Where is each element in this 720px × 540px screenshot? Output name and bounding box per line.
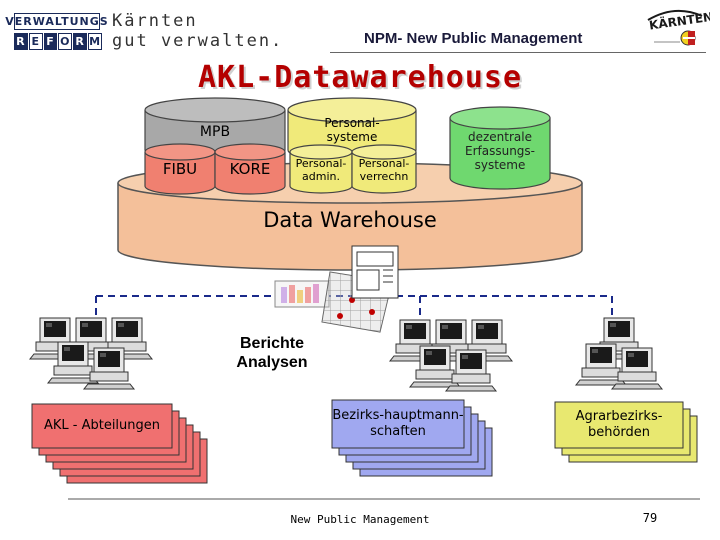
logo-verwaltungs-text: VERWALTUNGS <box>5 15 109 28</box>
logo-verwaltungs: VERWALTUNGS <box>5 13 108 30</box>
logo-reform: R E F O R M <box>14 33 103 50</box>
dezentral-cylinder <box>449 106 551 190</box>
kore-cylinder <box>214 143 286 195</box>
reports-label: Berichte Analysen <box>222 334 322 372</box>
footer-text: New Public Management <box>290 513 430 526</box>
computer-icon <box>444 349 498 392</box>
mpb-label: MPB <box>199 124 231 140</box>
stack-card <box>554 401 684 449</box>
personal-verrechn-cylinder <box>351 144 417 194</box>
logo-letter: R <box>73 33 88 50</box>
logo-letter: F <box>43 33 58 50</box>
stack-card <box>31 403 173 449</box>
computer-cluster-middle-icon <box>388 319 514 392</box>
tagline-line1: Kärnten <box>112 11 198 31</box>
computer-icon <box>388 319 442 362</box>
report-graphic-icon <box>274 245 399 333</box>
left-group-label: AKL - Abteilungen <box>43 418 161 434</box>
computer-icon <box>460 319 514 362</box>
header-subtitle: NPM- New Public Management <box>364 30 583 47</box>
personal-admin-label: Personal-admin. <box>295 157 347 183</box>
card-stack-middle <box>331 399 493 477</box>
card-stack-right <box>554 401 698 463</box>
fibu-label: FIBU <box>162 160 198 178</box>
header-rule <box>330 52 706 53</box>
tagline-line2: gut verwalten. <box>112 31 284 51</box>
computer-icon <box>46 341 100 384</box>
logo-letter: R <box>14 33 28 50</box>
middle-group-label: Bezirks-hauptmann-schaften <box>332 408 464 439</box>
logo-letter: O <box>58 33 73 50</box>
card-stack-left <box>31 403 208 484</box>
stack-card <box>331 399 465 449</box>
computer-icon <box>82 347 136 390</box>
computer-icon <box>28 317 82 360</box>
reports-label-line1: Berichte <box>239 335 305 352</box>
page-number: 79 <box>642 511 658 525</box>
kaernten-emblem: KÄRNTEN <box>640 2 714 48</box>
page-title: AKL-Datawarehouse <box>197 60 523 95</box>
kore-label: KORE <box>229 160 271 178</box>
personal-verrechn-label: Personal-verrechn <box>358 157 410 183</box>
logo-letter: M <box>88 33 103 50</box>
right-group-label: Agrarbezirks-behörden <box>575 409 663 440</box>
computer-cluster-right-icon <box>574 317 664 390</box>
reports-label-line2: Analysen <box>236 354 308 372</box>
personal-label: Personal-systeme <box>324 116 380 144</box>
logo-letter: E <box>28 33 43 50</box>
computer-icon <box>610 347 664 390</box>
computer-icon <box>100 317 154 360</box>
personal-admin-cylinder <box>289 144 353 194</box>
dezentral-label: dezentrale Erfassungs-systeme <box>464 130 535 172</box>
data-warehouse-label: Data Warehouse <box>263 208 437 232</box>
computer-cluster-left-icon <box>28 317 154 390</box>
fibu-cylinder <box>144 143 216 195</box>
